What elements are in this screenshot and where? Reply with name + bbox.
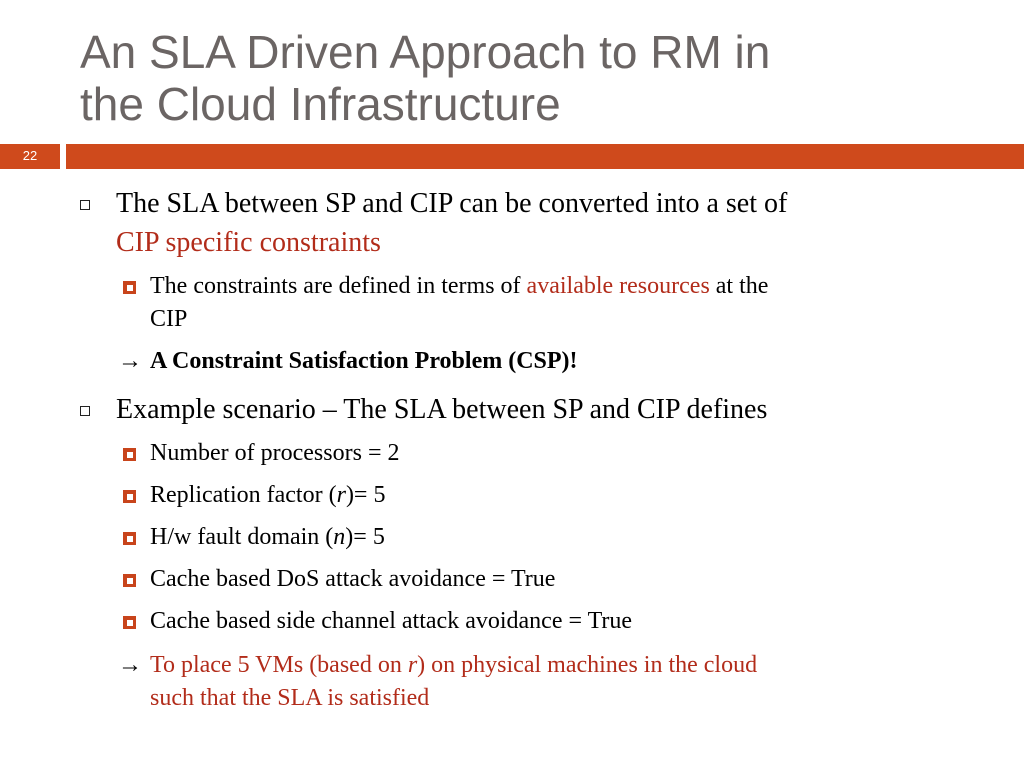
placement-var: r (407, 652, 418, 678)
placement-conclusion-line-2: such that the SLA is satisfied (150, 685, 430, 711)
bullet-2-text: Example scenario – The SLA between SP an… (116, 394, 768, 425)
sub-bullet-constraints-pre: The constraints are defined in terms of (150, 273, 527, 299)
title-line-1: An SLA Driven Approach to RM in (80, 26, 771, 78)
fault-domain-pre: H/w fault domain ( (150, 524, 334, 550)
list-item-fault-domain: H/w fault domain (n)= 5 (150, 521, 385, 553)
csp-conclusion-text: A Constraint Satisfaction Problem (CSP)! (150, 348, 578, 374)
sub-bullet-constraints-highlight: available resources (526, 273, 710, 299)
replication-pre: Replication factor ( (150, 482, 337, 508)
placement-conclusion: → To place 5 VMs (based on r) on physical… (118, 649, 757, 681)
accent-divider-bar (66, 144, 1024, 169)
arrow-icon: → (118, 652, 142, 678)
filled-square-bullet-icon (123, 532, 136, 545)
slide-number: 22 (0, 144, 60, 169)
replication-var: r (336, 482, 346, 508)
filled-square-bullet-icon (123, 281, 136, 294)
hollow-square-bullet-icon (80, 200, 90, 210)
bullet-1-highlight: CIP specific constraints (116, 227, 381, 258)
sub-bullet-constraints: The constraints are defined in terms of … (150, 270, 768, 302)
slide-title: An SLA Driven Approach to RM in the Clou… (80, 26, 980, 130)
filled-square-bullet-icon (123, 490, 136, 503)
list-item-replication: Replication factor (r)= 5 (150, 479, 385, 511)
list-item-processors: Number of processors = 2 (150, 440, 400, 466)
placement-pre: To place 5 VMs (based on (150, 652, 408, 678)
replication-post: )= 5 (345, 482, 386, 508)
hollow-square-bullet-icon (80, 406, 90, 416)
sub-bullet-constraints-post: at the (709, 273, 769, 299)
fault-domain-post: )= 5 (345, 524, 385, 550)
filled-square-bullet-icon (123, 616, 136, 629)
filled-square-bullet-icon (123, 574, 136, 587)
csp-conclusion: → A Constraint Satisfaction Problem (CSP)… (118, 345, 578, 377)
fault-domain-var: n (333, 524, 346, 550)
bullet-1-text: The SLA between SP and CIP can be conver… (116, 188, 788, 219)
placement-post: ) on physical machines in the cloud (417, 652, 758, 678)
list-item-side-channel: Cache based side channel attack avoidanc… (150, 608, 633, 634)
sub-bullet-constraints-line-2: CIP (150, 306, 188, 332)
title-line-2: the Cloud Infrastructure (80, 78, 561, 130)
arrow-icon: → (118, 348, 142, 374)
list-item-dos: Cache based DoS attack avoidance = True (150, 566, 556, 592)
filled-square-bullet-icon (123, 448, 136, 461)
